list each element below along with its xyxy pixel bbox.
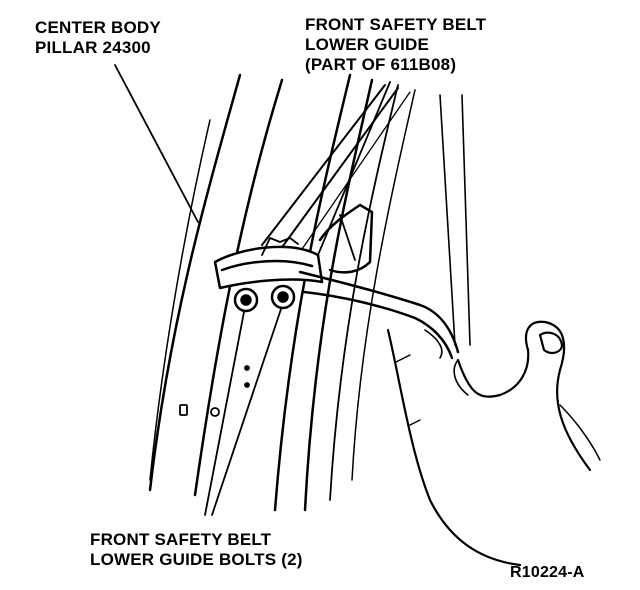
hand-illustration <box>386 320 601 567</box>
guide-label-line-1: FRONT SAFETY BELT <box>305 15 487 34</box>
center-body-pillar-label: CENTER BODY PILLAR 24300 <box>35 18 161 58</box>
guide-bolt-right <box>270 284 296 310</box>
bolts-label-line-1: FRONT SAFETY BELT <box>90 530 272 549</box>
center-body-pillar <box>148 73 284 497</box>
safety-belt-webbing <box>261 84 411 253</box>
pillar-label-line-1: CENTER BODY <box>35 18 161 37</box>
trim-panel-edge <box>298 94 471 360</box>
guide-leader-line <box>317 81 391 256</box>
pillar-holes <box>179 365 250 417</box>
leader-lines <box>114 64 391 516</box>
lower-guide-bracket <box>213 203 374 290</box>
bolts-label-line-2: LOWER GUIDE BOLTS (2) <box>90 550 303 569</box>
lower-guide-label: FRONT SAFETY BELT LOWER GUIDE (PART OF 6… <box>305 15 486 75</box>
guide-bolt-left <box>233 287 259 313</box>
bolt-leader-line-right <box>211 308 282 516</box>
pillar-label-line-2: PILLAR 24300 <box>35 38 151 57</box>
guide-label-line-2: LOWER GUIDE <box>305 35 430 54</box>
figure-reference-code: R10224-A <box>510 564 585 581</box>
pillar-leader-line <box>114 64 199 223</box>
guide-bolts-label: FRONT SAFETY BELT LOWER GUIDE BOLTS (2) <box>90 530 303 570</box>
guide-label-line-3: (PART OF 611B08) <box>305 55 457 74</box>
door-frame-trim <box>273 73 416 512</box>
bolt-leader-line-left <box>204 311 245 516</box>
